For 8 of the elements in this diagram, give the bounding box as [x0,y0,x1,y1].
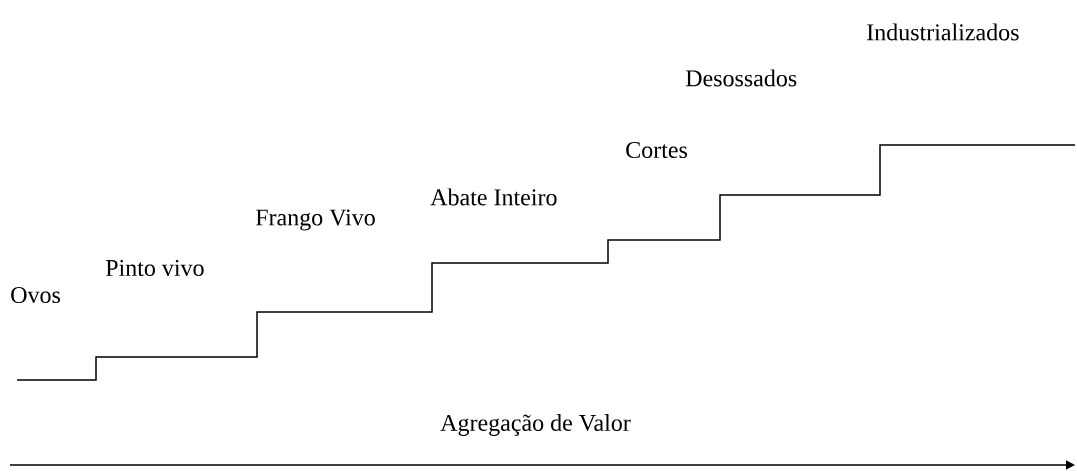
step-label: Abate Inteiro [430,188,557,206]
step-label: Industrializados [867,23,1019,41]
step-label: Agregação de Valor [440,414,631,436]
step-label: Pinto vivo [105,259,204,277]
step-label: Frango Vivo [255,209,375,231]
step-label: Ovos [11,286,60,304]
step-label: Cortes [626,141,687,159]
step-label: Desossados [685,69,797,87]
